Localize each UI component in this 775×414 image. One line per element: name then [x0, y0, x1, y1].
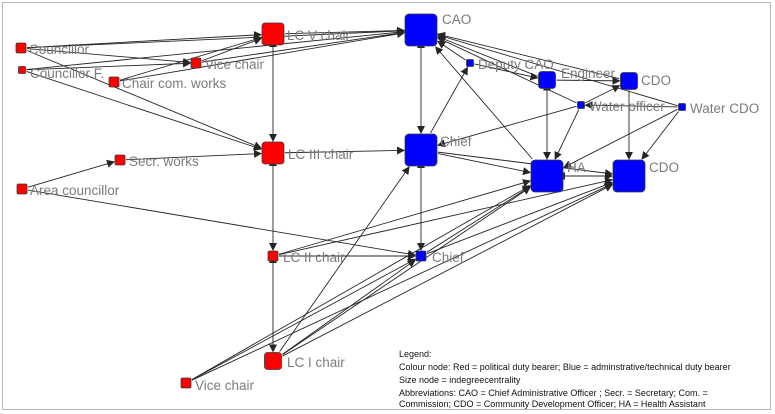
legend-line-abbrev-2: Commission; CDO = Community Development … [399, 399, 706, 409]
node-vicechair_top [190, 57, 202, 69]
edge-vicechair_bottom-cdo_main [191, 183, 613, 381]
node-label-ha: HA [567, 160, 586, 175]
edge-vicechair_top-lc5 [201, 37, 262, 62]
edge-waterofficer-cao [437, 37, 577, 104]
edge-ha-cao [435, 46, 533, 160]
edge-deputycao-engineer [474, 63, 539, 81]
node-label-lc5: LC V chair [287, 28, 351, 43]
node-lc2 [267, 250, 279, 262]
node-ha [530, 159, 564, 193]
edge-chief_mid-ha [437, 153, 531, 175]
node-lc1 [264, 352, 282, 370]
edge-lc1-ha [282, 186, 531, 355]
node-areacouncillor [16, 183, 28, 195]
edge-waterofficer-cdo_top [585, 85, 621, 104]
node-label-watercdo: Water CDO [690, 101, 759, 116]
edge-lc2-ha [278, 179, 531, 255]
edge-chief_mid-cdo_main [437, 151, 613, 177]
edge-secr-lc3 [125, 149, 262, 161]
node-watercdo [678, 103, 686, 111]
node-lc5 [261, 22, 285, 46]
node-label-councillor: Councillor [29, 42, 90, 57]
node-label-councillorf: Councillor F. [30, 66, 104, 81]
node-label-lc3: LC III chair [288, 147, 354, 162]
edge-vicechair_top-cao [201, 29, 405, 63]
node-vicechair_bottom [180, 377, 192, 389]
edge-lc1-cdo_main [282, 184, 613, 357]
edge-watercdo-ha [563, 108, 678, 168]
node-label-vicechair_top: Vice chair [205, 57, 265, 72]
node-waterofficer [577, 101, 585, 109]
node-deputycao [466, 59, 474, 67]
edge-councillor-vicechair_top [26, 48, 191, 66]
node-label-areacouncillor: Area councillor [30, 183, 120, 198]
node-label-vicechair_bottom: Vice chair [195, 378, 255, 393]
edge-cdo_top-cao [437, 31, 620, 80]
node-councillor [15, 42, 27, 54]
node-label-cao: CAO [442, 12, 471, 27]
legend: Legend: Colour node: Red = political dut… [399, 349, 731, 409]
node-councillorf [18, 66, 26, 74]
node-secr [114, 154, 126, 166]
edge-lc5-cao [284, 26, 405, 35]
edge-watercdo-cdo_main [641, 111, 679, 160]
node-label-chief_low: Chief [432, 250, 464, 265]
node-engineer [538, 71, 556, 89]
node-label-secr: Secr. works [129, 154, 199, 169]
edge-areacouncillor-secr [27, 159, 115, 188]
edge-councillorf-vicechair_top [26, 59, 191, 71]
node-label-chief_mid: Chief [440, 134, 472, 149]
edge-watercdo-waterofficer [584, 101, 678, 110]
node-label-cdo_top: CDO [641, 73, 671, 88]
node-cdo_main [612, 159, 646, 193]
node-label-lc2: LC II chair [283, 250, 345, 265]
edge-chief_mid-deputycao [430, 66, 468, 134]
node-label-deputycao: Deputy CAO [478, 57, 554, 72]
node-label-waterofficer: Water officer [589, 99, 665, 114]
edge-engineer-cao [437, 35, 538, 77]
legend-line-size: Size node = indegreecentrality [399, 375, 521, 385]
edge-councillor-cao [26, 27, 405, 49]
edge-councillorf-cao [26, 28, 405, 70]
node-label-engineer: Engineer [561, 66, 616, 81]
edge-waterofficer-chief_mid [437, 105, 577, 148]
node-layer [15, 13, 686, 389]
node-cdo_top [620, 72, 638, 90]
legend-line-abbrev-1: Abbreviations: CAO = Chief Administrativ… [399, 388, 708, 398]
edge-councillorf-lc3 [26, 71, 262, 151]
edge-chaircom-lc5 [119, 35, 262, 81]
edge-chief_low-ha [426, 186, 531, 253]
node-label-chaircom: Chair com. works [122, 76, 227, 91]
node-chief_low [415, 250, 427, 262]
edge-councillor-lc5 [26, 31, 262, 49]
legend-line-colour: Colour node: Red = political duty bearer… [399, 362, 731, 372]
node-label-cdo_main: CDO [649, 160, 679, 175]
edge-engineer-cdo_top [556, 76, 621, 85]
node-chief_mid [404, 133, 438, 167]
edge-watercdo-cao [437, 33, 678, 107]
edge-vicechair_bottom-chief_low [191, 258, 416, 381]
edge-areacouncillor-chief_low [27, 189, 416, 258]
edge-chief_low-cdo_main [426, 181, 613, 255]
edge-chaircom-cao [119, 30, 405, 82]
node-label-lc1: LC I chair [287, 355, 345, 370]
edge-waterofficer-ha [554, 109, 580, 160]
node-chaircom [108, 76, 120, 88]
edge-vicechair_bottom-ha [191, 185, 531, 380]
node-cao [404, 13, 438, 47]
legend-title: Legend: [399, 349, 432, 359]
node-lc3 [261, 141, 285, 165]
edge-councillor-lc3 [26, 50, 262, 149]
edge-lc3-chief_mid [284, 146, 405, 155]
